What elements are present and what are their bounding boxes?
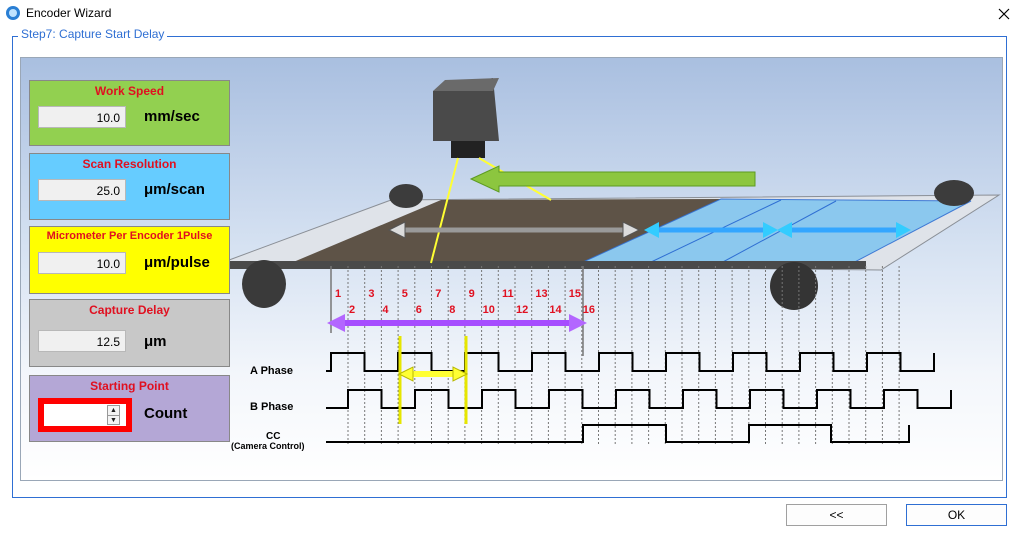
gray-arrow-left: [387, 221, 406, 239]
pulse-number: 13: [535, 288, 547, 300]
micrometer-per-pulse-unit: μm/pulse: [144, 254, 210, 271]
pulse-number: 8: [449, 304, 455, 316]
a-phase-label: A Phase: [250, 365, 293, 377]
cc-label: CC: [266, 431, 280, 442]
capture-delay-arrow-right: [452, 366, 469, 382]
pulse-numbers-bottom: 2 4 6 8 10 12 14 16: [349, 304, 595, 316]
encoder-app-icon: [6, 6, 20, 20]
scan-divider-1: [720, 200, 837, 264]
starting-point-title: Starting Point: [90, 379, 169, 393]
spin-up-icon[interactable]: ▲: [108, 406, 119, 416]
close-button[interactable]: [988, 0, 1020, 28]
belt-edge: [226, 261, 866, 269]
roller-right-back: [934, 180, 974, 206]
delay-arrow-right: [569, 314, 587, 332]
close-icon: [998, 8, 1010, 20]
scan-resolution-unit: μm/scan: [144, 181, 205, 198]
capture-delay-unit: μm: [144, 333, 167, 350]
roller-right-front: [770, 262, 818, 310]
pulse-number: 5: [402, 288, 408, 300]
direction-arrow: [469, 165, 756, 193]
scan-arrow-1-left: [644, 222, 659, 238]
pulse-number: 11: [502, 288, 514, 300]
back-button[interactable]: <<: [786, 504, 887, 526]
pulse-guide-lines: [347, 266, 900, 444]
pulse-number: 6: [416, 304, 422, 316]
micrometer-per-pulse-input[interactable]: 10.0: [38, 252, 126, 274]
pulse-number: 12: [516, 304, 528, 316]
work-speed-title: Work Speed: [94, 84, 165, 98]
cc-sub-label: (Camera Control): [231, 441, 305, 451]
pulse-number: 15: [569, 288, 581, 300]
window-title: Encoder Wizard: [26, 6, 112, 20]
roller-left-back: [389, 184, 423, 208]
starting-point-field[interactable]: 5 ▲ ▼: [38, 398, 132, 432]
spin-down-icon[interactable]: ▼: [110, 417, 117, 424]
camera-body: [433, 78, 499, 141]
b-phase-label: B Phase: [250, 401, 293, 413]
starting-point-unit: Count: [144, 405, 188, 422]
scan-resolution-input[interactable]: 25.0: [38, 179, 126, 201]
scan-arrow-1-right: [763, 222, 778, 238]
scan-resolution-title: Scan Resolution: [82, 157, 177, 171]
pulse-number: 3: [368, 288, 374, 300]
pulse-number: 16: [583, 304, 595, 316]
cc-waveform: [326, 424, 910, 443]
pulse-number: 7: [435, 288, 441, 300]
pulse-number: 14: [549, 304, 562, 316]
pulse-number: 9: [469, 288, 475, 300]
work-speed-input[interactable]: 10.0: [38, 106, 126, 128]
starting-point-spinner[interactable]: ▲ ▼: [107, 405, 120, 425]
camera-lens: [451, 141, 485, 158]
delay-arrow-left: [327, 314, 345, 332]
scan-arrow-2-left: [777, 222, 792, 238]
roller-left-front: [242, 260, 286, 308]
b-phase-waveform: [326, 389, 952, 409]
pulse-number: 2: [349, 304, 355, 316]
micrometer-per-pulse-title: Micrometer Per Encoder 1Pulse: [46, 230, 213, 242]
pulse-number: 4: [382, 304, 389, 316]
work-speed-panel: Work Speed 10.0 mm/sec: [29, 80, 230, 146]
ok-button[interactable]: OK: [906, 504, 1007, 526]
camera-top: [433, 78, 499, 91]
micrometer-per-pulse-panel: Micrometer Per Encoder 1Pulse 10.0 μm/pu…: [29, 226, 230, 294]
capture-delay-title: Capture Delay: [89, 303, 170, 317]
capture-delay-input: 12.5: [38, 330, 126, 352]
pulse-number: 1: [335, 288, 341, 300]
step-title: Step7: Capture Start Delay: [18, 27, 168, 41]
work-speed-unit: mm/sec: [144, 108, 200, 125]
capture-delay-panel: Capture Delay 12.5 μm: [29, 299, 230, 367]
camera-view-line-left: [430, 157, 459, 264]
capture-delay-arrow-left: [397, 366, 414, 382]
pulse-number: 10: [483, 304, 495, 316]
a-phase-waveform: [326, 352, 935, 372]
gray-arrow-right: [622, 221, 641, 239]
title-bar: Encoder Wizard: [0, 0, 1020, 28]
step-group: [12, 36, 1007, 498]
scan-resolution-panel: Scan Resolution 25.0 μm/scan: [29, 153, 230, 220]
scan-arrow-2-right: [896, 222, 911, 238]
starting-point-input[interactable]: 5: [44, 408, 114, 422]
starting-point-panel: Starting Point 5 ▲ ▼ Count: [29, 375, 230, 442]
